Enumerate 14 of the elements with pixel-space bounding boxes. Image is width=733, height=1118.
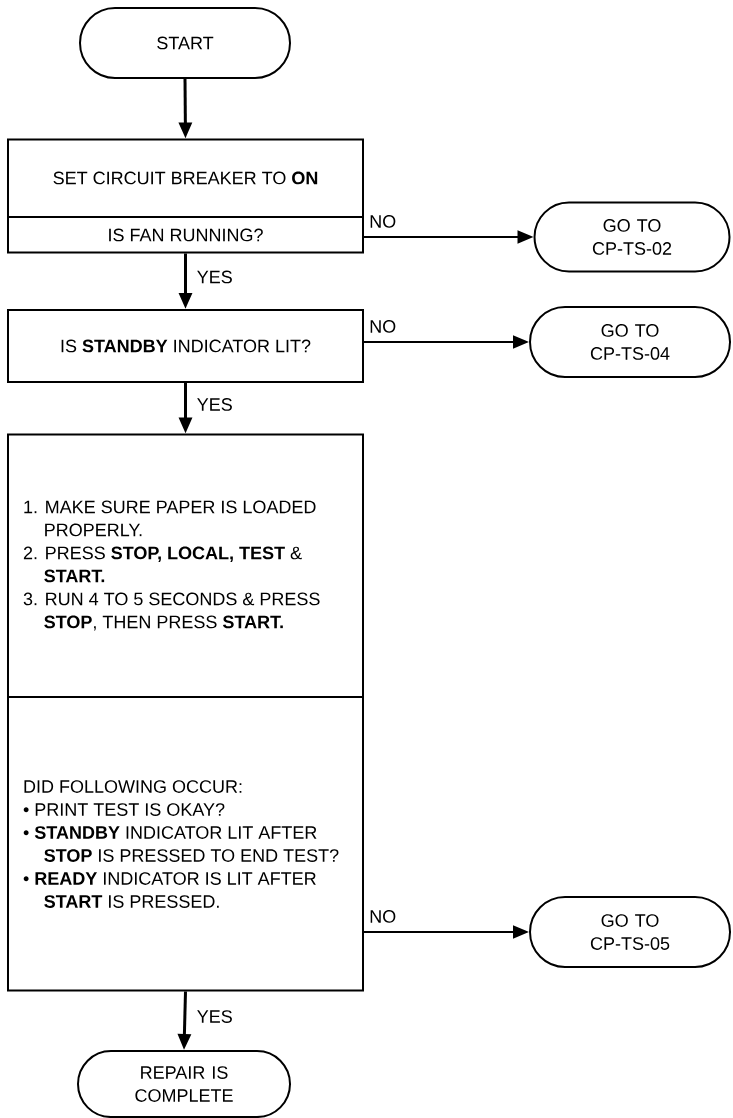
edge-label: YES	[195, 397, 234, 412]
edge-label: YES	[195, 269, 234, 285]
edge-label: NO	[368, 319, 398, 334]
process-box: SET CIRCUIT BREAKER TO ON IS FAN RUNNING?	[7, 138, 364, 254]
terminal-box: REPAIR IS COMPLETE	[77, 1050, 291, 1118]
terminal-box: GO TO CP-TS-05	[529, 896, 731, 968]
process-box: IS STANDBY INDICATOR LIT?	[7, 309, 364, 383]
edge-label: YES	[195, 1009, 234, 1024]
edge-label: NO	[368, 214, 398, 229]
terminal-box: START	[79, 7, 291, 79]
terminal-box: GO TO CP-TS-02	[533, 201, 731, 273]
edge-label: NO	[368, 909, 398, 924]
process-box: 1. MAKE SURE PAPER IS LOADED PROPERLY. 2. PRESS STOP, LOCAL, TEST & START. 3. RUN 4 TO 5 SECONDS & PRESS STOP, THEN PRESS START. DID FOLLOWING OCCUR: • PRINT TEST IS OKAY? • STANDBY INDICATOR LIT AFTER STOP IS PRESSED TO END TEST? • READY INDICATOR IS LIT AFTER START IS PRESSED.	[7, 433, 364, 992]
terminal-box: GO TO CP-TS-04	[529, 306, 731, 378]
